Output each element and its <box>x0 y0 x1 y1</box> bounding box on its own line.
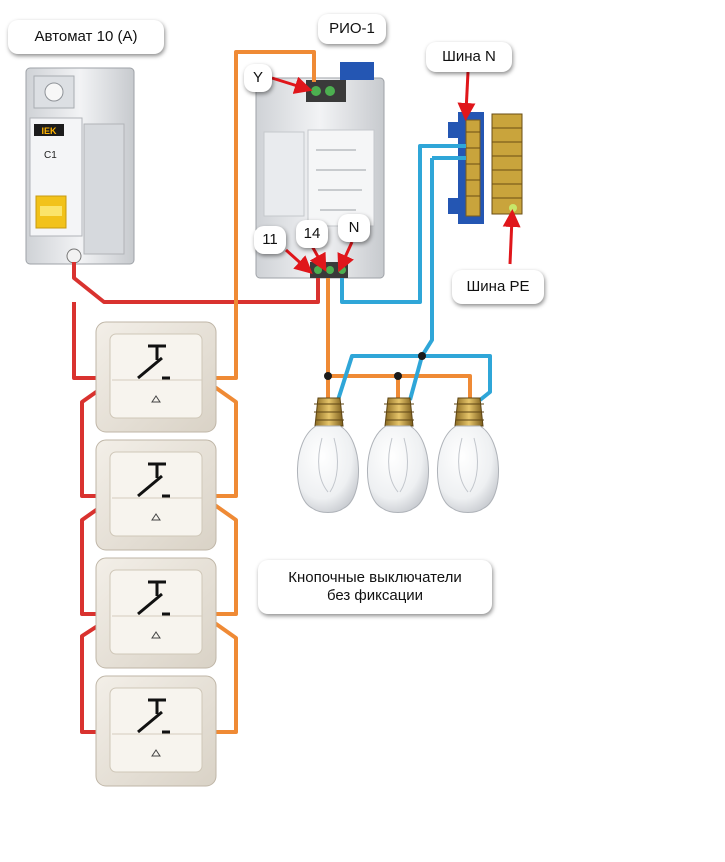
neutral-wires <box>336 144 492 402</box>
circuit-breaker: IEK C1 <box>25 67 135 265</box>
pointer-arrows <box>271 71 521 275</box>
breaker-brand: IEK <box>41 126 57 136</box>
arrow-terminal-11 <box>284 248 313 275</box>
lamp-1 <box>296 397 360 513</box>
switches-label: Кнопочные выключатели без фиксации <box>258 560 492 614</box>
terminal-n-label: N <box>338 214 370 242</box>
relay-label: РИО-1 <box>318 14 386 44</box>
terminal-y-label: Y <box>244 64 272 92</box>
push-button-1 <box>95 321 217 433</box>
arrow-bus-n <box>457 71 476 121</box>
push-button-3 <box>95 557 217 669</box>
terminal-14-label: 14 <box>296 220 328 248</box>
terminal-11-label: 11 <box>254 226 286 254</box>
switches-label-line-2: без фиксации <box>326 587 424 604</box>
arrow-terminal-y <box>271 76 313 94</box>
arrow-bus-pe <box>502 209 521 265</box>
arrow-terminal-14 <box>309 245 327 272</box>
lamp-3 <box>436 397 500 513</box>
push-button-4 <box>95 675 217 787</box>
junctions <box>324 352 426 380</box>
bus-pe <box>491 113 523 215</box>
bus-neutral <box>448 112 484 224</box>
bus-pe-label: Шина PE <box>452 270 544 304</box>
bus-n-label: Шина N <box>426 42 512 72</box>
switches-label-line-1: Кнопочные выключатели <box>288 569 462 586</box>
lamp-2 <box>366 397 430 513</box>
push-button-2 <box>95 439 217 551</box>
arrow-terminal-n <box>337 241 354 273</box>
breaker-rating: C1 <box>44 150 57 161</box>
breaker-label: Автомат 10 (А) <box>8 20 164 54</box>
